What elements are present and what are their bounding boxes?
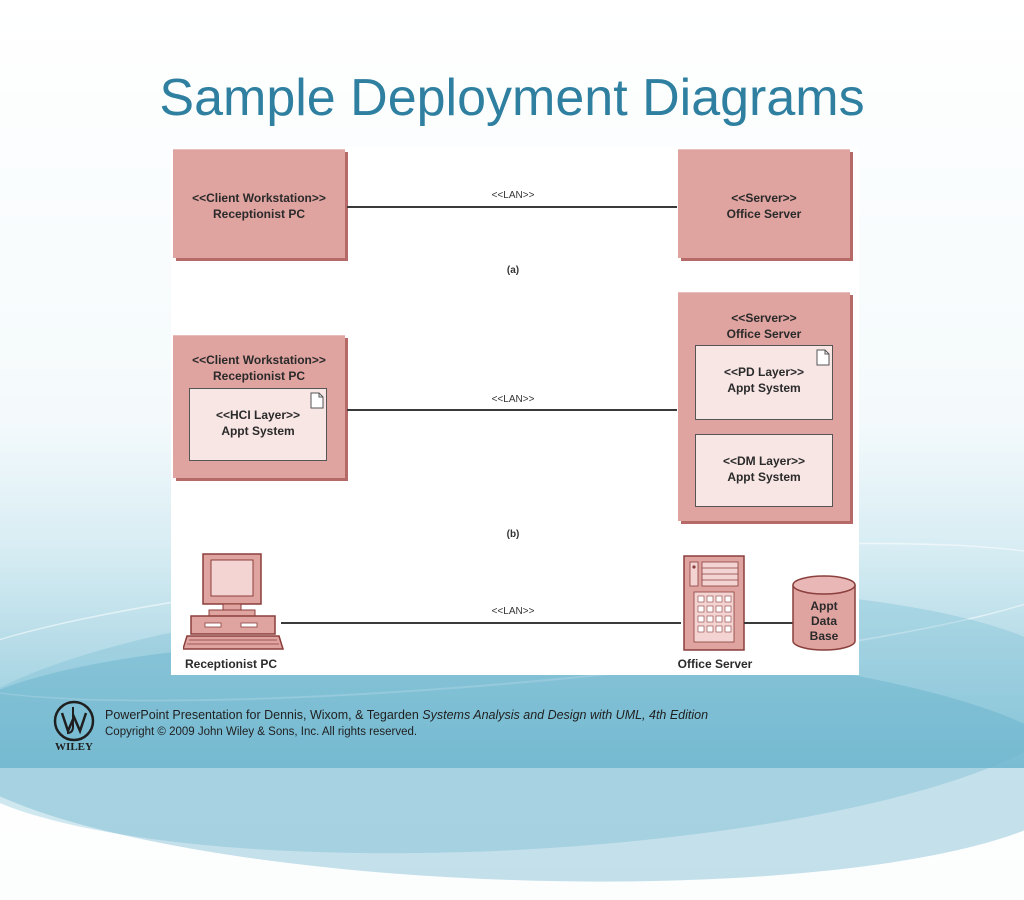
lan-connection-a <box>347 206 677 208</box>
db-label-line: Base <box>809 629 839 643</box>
deployment-diagram: <<Client Workstation>> Receptionist PC <… <box>171 147 859 675</box>
lan-label-b: <<LAN>> <box>491 394 535 405</box>
node-name: Receptionist PC <box>212 369 305 383</box>
wiley-logo: WILEY <box>52 699 96 755</box>
component-name: Appt System <box>727 470 801 484</box>
slide-title: Sample Deployment Diagrams <box>159 69 865 127</box>
footer-line1-prefix: PowerPoint Presentation for Dennis, Wixo… <box>105 708 423 722</box>
db-label-line: Data <box>810 614 837 628</box>
document-icon <box>310 392 324 409</box>
lan-connection-b <box>347 409 677 411</box>
node-name: Receptionist PC <box>212 207 305 221</box>
appt-database-icon: Appt Data Base <box>791 575 857 653</box>
component-stereotype: <<PD Layer>> <box>723 365 805 379</box>
wiley-wordmark: WILEY <box>55 741 93 753</box>
office-server-label: Office Server <box>677 657 753 671</box>
receptionist-pc-icon <box>183 553 285 650</box>
caption-b: (b) <box>506 529 520 540</box>
component-stereotype: <<DM Layer>> <box>722 454 806 468</box>
component-stereotype: <<HCI Layer>> <box>215 408 301 422</box>
pd-layer-component: <<PD Layer>> Appt System <box>695 345 833 420</box>
dm-layer-component: <<DM Layer>> Appt System <box>695 434 833 507</box>
receptionist-pc-label: Receptionist PC <box>184 657 277 671</box>
office-server-icon <box>683 555 745 651</box>
server-node-b: <<Server>> Office Server <<PD Layer>> Ap… <box>678 292 850 521</box>
node-stereotype: <<Client Workstation>> <box>192 191 326 205</box>
caption-a: (a) <box>506 265 520 276</box>
lan-connection-c <box>281 622 681 624</box>
server-node-a: <<Server>> Office Server <box>678 149 850 258</box>
client-workstation-node-a: <<Client Workstation>> Receptionist PC <box>173 149 345 258</box>
node-stereotype: <<Server>> <box>731 311 797 325</box>
node-stereotype: <<Server>> <box>731 191 797 205</box>
footer-copyright: Copyright © 2009 John Wiley & Sons, Inc.… <box>105 726 418 738</box>
footer-credits: PowerPoint Presentation for Dennis, Wixo… <box>105 707 708 741</box>
footer-book-title: Systems Analysis and Design with UML, 4t… <box>422 708 709 722</box>
db-connection <box>744 622 794 624</box>
db-label-line: Appt <box>810 599 838 613</box>
lan-label-a: <<LAN>> <box>491 190 535 201</box>
component-name: Appt System <box>727 381 801 395</box>
node-name: Office Server <box>726 327 802 341</box>
node-name: Office Server <box>726 207 802 221</box>
document-icon <box>816 349 830 366</box>
client-workstation-node-b: <<Client Workstation>> Receptionist PC <… <box>173 335 345 478</box>
lan-label-c: <<LAN>> <box>491 606 535 617</box>
wiley-seal-icon <box>53 700 95 742</box>
hci-layer-component: <<HCI Layer>> Appt System <box>189 388 327 461</box>
node-stereotype: <<Client Workstation>> <box>192 353 326 367</box>
component-name: Appt System <box>221 424 295 438</box>
